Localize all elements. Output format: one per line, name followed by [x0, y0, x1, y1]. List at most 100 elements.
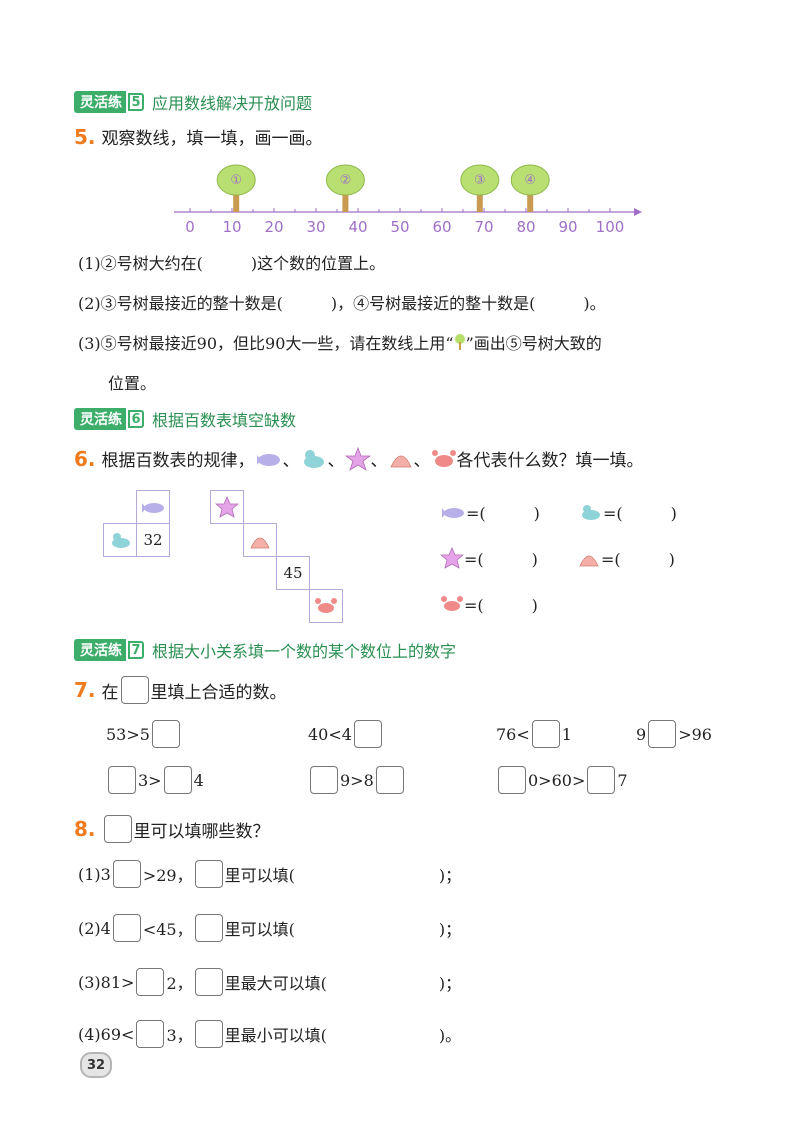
grid-cell-shell	[243, 523, 277, 557]
fill-box[interactable]	[136, 1020, 165, 1048]
fill-box[interactable]	[375, 766, 404, 794]
section-tag: 灵活练	[74, 408, 126, 430]
q7-item-text: 3>	[138, 770, 162, 790]
q7-item-4: 9>96	[636, 720, 712, 748]
section-header-7: 灵活练 7 根据大小关系填一个数的某个数位上的数字	[74, 638, 456, 662]
fill-box[interactable]	[310, 766, 338, 794]
fill-box[interactable]	[353, 720, 382, 748]
section-tag-number: 5	[128, 93, 144, 111]
q8-item-text: <45，	[142, 920, 193, 939]
question-7: 7. 在 里填上合适的数。	[74, 676, 287, 704]
seal-icon	[112, 533, 130, 548]
grid-cell-32: 32	[136, 523, 170, 557]
section-tag: 灵活练	[74, 91, 126, 113]
number-line-tick-label: 40	[348, 218, 367, 236]
crab-icon	[441, 596, 463, 611]
shell-icon	[389, 455, 412, 467]
q7-item-text: 4	[193, 770, 204, 790]
answer-blank: =( )	[466, 504, 540, 523]
tree-crown	[325, 164, 365, 196]
q8-item-text: (2)4	[78, 918, 111, 938]
section-tag-number: 7	[128, 641, 144, 659]
question-number: 7.	[74, 678, 96, 702]
answer-blank: =( )	[601, 550, 675, 569]
q7-item-text: 76<	[496, 724, 530, 744]
tree-icon: ①	[216, 164, 256, 212]
fill-box[interactable]	[136, 968, 165, 996]
question-number: 6.	[74, 446, 96, 471]
starfish-icon	[344, 446, 371, 471]
answer-crab: =( )	[440, 592, 538, 616]
shell-icon	[250, 537, 270, 549]
q7-item-7: 0>60>7	[496, 766, 628, 794]
q8-item-2: (2)4<45，里可以填( )；	[78, 914, 461, 942]
section-title: 应用数线解决开放问题	[152, 94, 313, 113]
seal-icon	[582, 505, 600, 520]
answer-starfish: =( )	[440, 546, 538, 570]
number-line-tick-label: 90	[558, 218, 577, 236]
q5-part-3: (3)⑤号树最接近90，但比90大一些，请在数线上用“ ”画出⑤号树大致的	[78, 330, 602, 354]
question-number: 8.	[74, 817, 96, 841]
grid-cell-dolphin	[136, 490, 170, 524]
tree-crown	[510, 164, 550, 196]
q7-item-6: 9>8	[308, 766, 406, 794]
question-text-a: 在	[101, 682, 119, 703]
q5-part-3-cont: 位置。	[108, 374, 157, 393]
fill-box[interactable]	[163, 766, 192, 794]
fill-box[interactable]	[151, 720, 180, 748]
q5-part-3-text-b: ”画出⑤号树大致的	[465, 334, 602, 353]
section-tag: 灵活练	[74, 639, 126, 661]
fill-box[interactable]	[531, 720, 560, 748]
shell-icon	[579, 555, 599, 567]
section-header-6: 灵活练 6 根据百数表填空缺数	[74, 407, 296, 431]
answer-dolphin: =( )	[440, 500, 540, 524]
tree-trunk	[233, 186, 240, 212]
number-line-arrow	[634, 208, 642, 216]
tree-trunk	[527, 186, 534, 212]
tree-label: ④	[524, 173, 536, 188]
fill-box[interactable]	[498, 766, 526, 794]
q8-item-text: 里最大可以填( )；	[224, 974, 462, 993]
blank-box	[194, 914, 223, 942]
fill-box[interactable]	[587, 766, 616, 794]
q8-item-text: (4)69<	[78, 1024, 135, 1044]
dolphin-icon	[142, 503, 164, 513]
question-5: 5. 观察数线，填一填，画一画。	[74, 124, 323, 150]
number-line-tick-label: 70	[474, 218, 493, 236]
q8-item-1: (1)3>29，里可以填( )；	[78, 860, 461, 888]
q8-item-text: 3，	[166, 1026, 193, 1045]
question-number: 5.	[74, 124, 96, 149]
tree-crown	[460, 164, 500, 196]
blank-box	[194, 1020, 223, 1048]
q7-item-text: 40<4	[308, 724, 352, 744]
question-text-b: 各代表什么数？填一填。	[456, 451, 644, 471]
q7-item-text: 53>5	[106, 724, 150, 744]
fill-box[interactable]	[648, 720, 677, 748]
separator: 、	[282, 451, 300, 471]
tree-label: ①	[230, 173, 242, 188]
grid-cell-crab	[309, 589, 343, 623]
blank-box	[120, 676, 149, 704]
tree-label: ③	[474, 173, 486, 188]
section-title: 根据大小关系填一个数的某个数位上的数字	[152, 642, 457, 661]
fill-box[interactable]	[108, 766, 136, 794]
starfish-icon	[440, 547, 464, 569]
crab-icon	[431, 449, 456, 467]
blank-box	[194, 968, 223, 996]
separator: 、	[370, 451, 388, 471]
answer-blank: =( )	[464, 550, 538, 569]
fill-box[interactable]	[112, 914, 141, 942]
question-text: 观察数线，填一填，画一画。	[101, 129, 323, 149]
tree-crown	[216, 164, 256, 196]
q7-item-text: 9	[636, 724, 647, 744]
question-text: 里可以填哪些数？	[133, 821, 270, 842]
number-line-tick-label: 30	[306, 218, 325, 236]
tree-trunk	[342, 186, 349, 212]
q7-item-text: 7	[617, 770, 628, 790]
page-number: 32	[80, 1052, 112, 1078]
tree-label: ②	[340, 173, 352, 188]
fill-box[interactable]	[112, 860, 141, 888]
answer-blank: =( )	[464, 596, 538, 615]
starfish-icon	[215, 496, 239, 518]
